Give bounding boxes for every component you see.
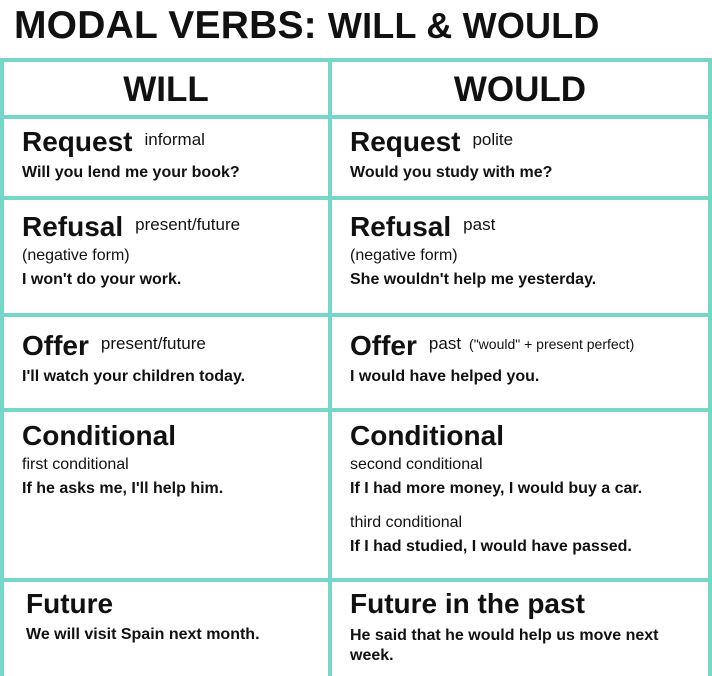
divider-right [708,60,712,676]
divider-row1 [0,196,712,200]
title-part1: MODAL VERBS: [14,4,317,47]
heading: Future [26,588,114,619]
heading: Request [22,126,133,157]
divider-row2 [0,313,712,317]
heading: Request [350,126,461,157]
heading: Offer [22,330,89,361]
cell-would-offer: Offer past ("would" + present perfect) I w… [350,330,634,386]
column-header-will: WILL [123,70,209,109]
tag: past [428,334,462,353]
example: She wouldn't help me yesterday. [350,271,597,288]
cell-would-refusal: Refusal past (negative form) She wouldn't… [350,211,596,289]
tag: present/future [135,215,241,234]
tag: polite [472,130,514,149]
divider-top [0,58,712,62]
divider-header [0,115,712,119]
cell-will-future: Future We will visit Spain next month. [26,588,260,644]
heading: Conditional [350,420,504,451]
example: If I had more money, I would buy a car. [350,480,643,497]
cell-will-conditional: Conditional first conditional If he asks… [22,420,223,498]
tag-extra: ("would" + present perfect) [469,336,635,352]
cell-will-refusal: Refusal present/future (negative form) I … [22,211,240,289]
example: I would have helped you. [350,368,540,385]
heading: Offer [350,330,417,361]
example: He said that he would help us move next … [350,627,659,664]
cell-would-future: Future in the past He said that he would… [350,588,700,666]
example: If he asks me, I'll help him. [22,480,224,497]
divider-row3 [0,408,712,412]
example: I'll watch your children today. [22,368,246,385]
cell-will-request: Request informal Will you lend me your bo… [22,126,240,182]
tag: past [463,215,496,234]
heading: Refusal [22,211,124,242]
heading: Conditional [22,420,176,451]
tag: present/future [100,334,206,353]
example: Would you study with me? [350,164,553,181]
heading: Future in the past [350,588,585,619]
tag: informal [144,130,205,149]
divider-row4 [0,578,712,582]
note: (negative form) [350,247,458,264]
note: (negative form) [22,247,130,264]
note: second conditional [350,456,483,473]
example-2: If I had studied, I would have passed. [350,538,632,555]
example: We will visit Spain next month. [26,626,260,643]
cell-will-offer: Offer present/future I'll watch your chil… [22,330,245,386]
example: I won't do your work. [22,271,182,288]
column-header-would: WOULD [453,70,587,109]
cell-would-request: Request polite Would you study with me? [350,126,552,182]
note: first conditional [22,456,129,473]
cell-would-conditional: Conditional second conditional If I had … [350,420,642,556]
example: Will you lend me your book? [22,164,240,181]
divider-left [0,60,4,676]
heading: Refusal [350,211,452,242]
divider-middle [328,60,332,676]
note-2: third conditional [350,514,463,531]
page-title: MODAL VERBS: WILL & WOULD [14,4,600,48]
title-part2: WILL & WOULD [327,5,600,46]
